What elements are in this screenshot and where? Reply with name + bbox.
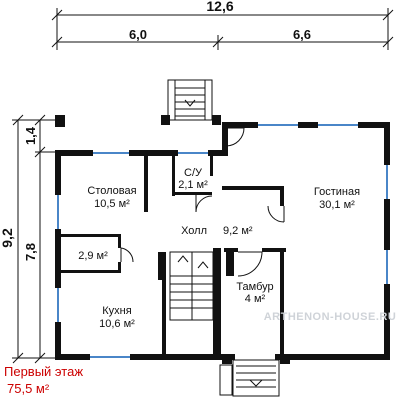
exterior-walls [55, 115, 390, 360]
floor-caption-title: Первый этаж [4, 364, 83, 379]
bottom-porch [232, 359, 280, 397]
room-name-holl: Холл [181, 225, 207, 237]
left-width-label: 6,0 [129, 27, 147, 42]
top-porch-stairs [167, 79, 213, 121]
windows [55, 122, 390, 360]
room-area-kuhnya: 10,6 м² [99, 318, 135, 330]
doors [120, 127, 285, 277]
inner-height-label: 7,8 [23, 243, 38, 261]
room-area-holl: 9,2 м² [223, 225, 253, 237]
dimension-top [51, 8, 394, 50]
room-name-tambur: Тамбур [236, 281, 273, 293]
room-area-kladovaya: 2,9 м² [78, 250, 108, 262]
total-height-label: 9,2 [0, 228, 15, 248]
room-name-su: С/У [184, 167, 203, 179]
floor-caption-area: 75,5 м² [7, 381, 50, 396]
room-area-gostinaya: 30,1 м² [319, 199, 355, 211]
room-name-gostinaya: Гостиная [314, 186, 360, 198]
room-name-stolovaya: Столовая [87, 185, 136, 197]
porch-depth-label: 1,4 [23, 126, 38, 145]
right-width-label: 6,6 [293, 27, 311, 42]
top-porch-columns [161, 115, 221, 125]
interior-stairs [169, 251, 214, 321]
bottom-porch-columns [222, 356, 290, 364]
room-area-su: 2,1 м² [178, 179, 208, 191]
total-width-label: 12,6 [206, 0, 233, 14]
room-area-tambur: 4 м² [245, 293, 266, 305]
dimension-left [12, 114, 58, 364]
watermark: ARTHENON-HOUSE.RU [264, 311, 397, 323]
interior-walls [61, 156, 286, 360]
bottom-side-steps [219, 364, 233, 396]
room-name-kuhnya: Кухня [102, 305, 131, 317]
room-area-stolovaya: 10,5 м² [94, 198, 130, 210]
